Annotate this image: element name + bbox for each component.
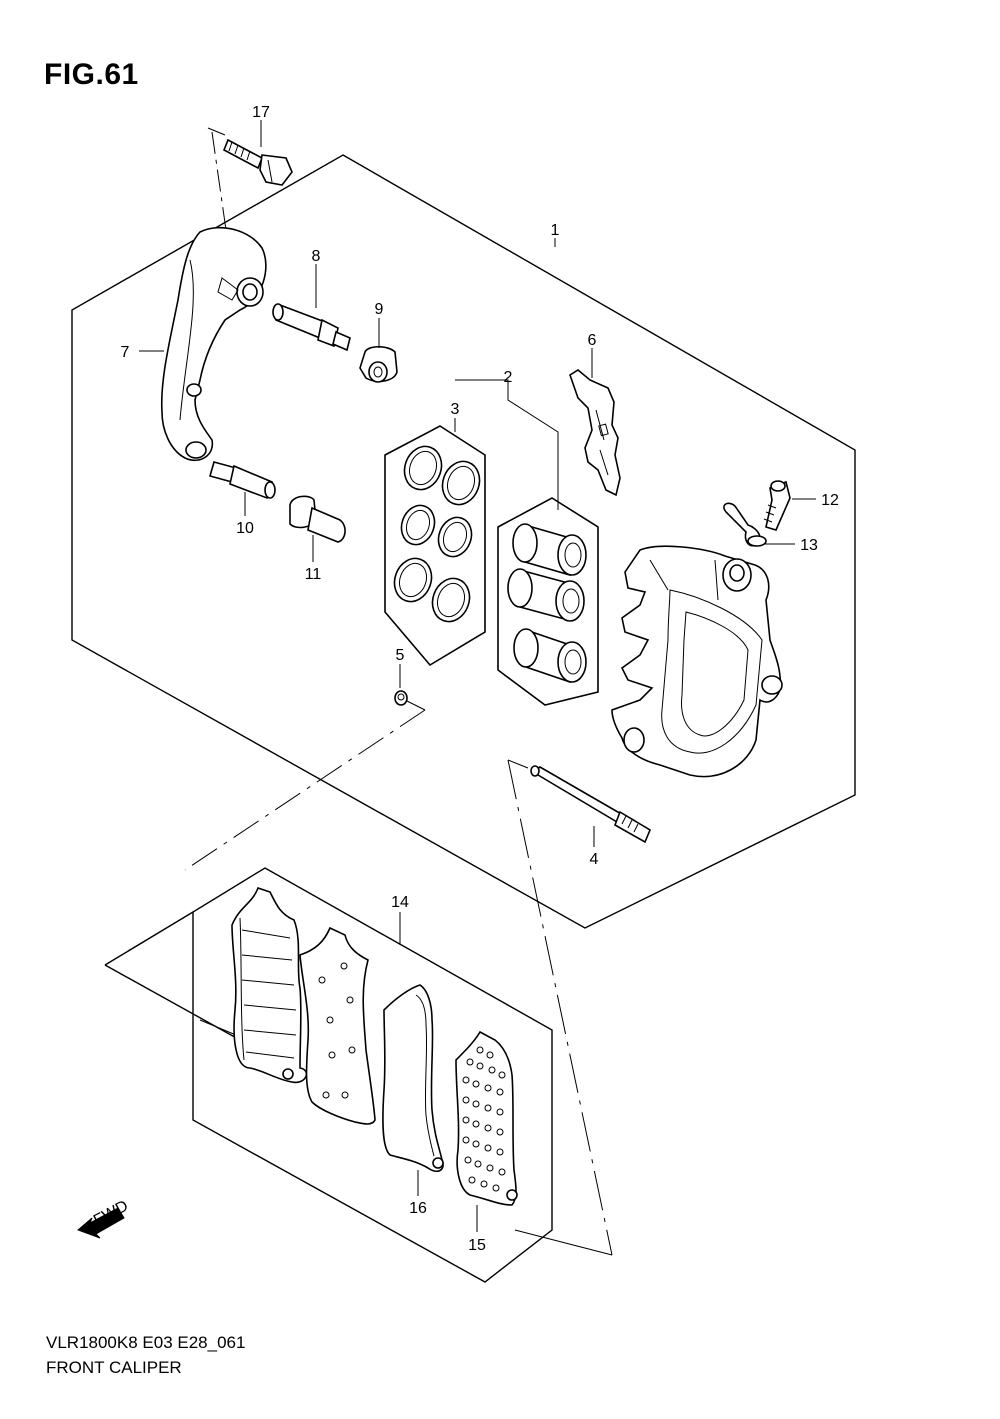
callout-5: 5 <box>396 647 405 664</box>
callout-12: 12 <box>821 492 839 509</box>
slide-pin-8 <box>272 303 351 352</box>
alignment-lines <box>184 127 613 1256</box>
callout-labels: 17 1 8 9 6 7 2 3 12 10 13 11 5 4 14 16 1… <box>121 104 839 1254</box>
callout-3: 3 <box>451 401 460 418</box>
callout-6: 6 <box>588 332 597 349</box>
pad-pin-4 <box>530 765 652 844</box>
shim-16 <box>382 984 444 1172</box>
bleeder-valve-12 <box>763 480 791 531</box>
bleeder-cap-13 <box>723 502 767 547</box>
shim-15 <box>455 1030 518 1206</box>
callout-7: 7 <box>121 344 130 361</box>
piston-set-2 <box>497 497 599 706</box>
forward-arrow-icon: FWD <box>77 1197 131 1239</box>
callout-13: 13 <box>800 537 818 554</box>
slide-pin-10 <box>209 461 276 500</box>
model-code: VLR1800K8 E03 E28_061 <box>46 1333 246 1352</box>
callout-14: 14 <box>391 894 409 911</box>
callout-16: 16 <box>409 1200 427 1217</box>
boot-9 <box>359 345 398 383</box>
callout-15: 15 <box>468 1237 486 1254</box>
callout-1: 1 <box>551 222 560 239</box>
callout-11: 11 <box>305 566 322 583</box>
figure-title: FIG.61 <box>44 58 139 91</box>
caliper-body <box>611 545 783 778</box>
section-name: FRONT CALIPER <box>46 1358 182 1377</box>
pad-backing-plate <box>299 926 376 1125</box>
callout-9: 9 <box>375 301 384 318</box>
caliper-bracket-7 <box>160 226 267 462</box>
callout-8: 8 <box>312 248 321 265</box>
callout-17: 17 <box>252 104 270 121</box>
callout-leaders <box>139 120 816 1232</box>
cap-5 <box>394 690 408 706</box>
callout-2: 2 <box>504 369 513 386</box>
pad-spring-6 <box>569 369 621 497</box>
piston-seal-kit-3 <box>384 425 486 667</box>
callout-4: 4 <box>590 851 599 868</box>
brake-pad-14 <box>231 886 308 1084</box>
bolt-17 <box>222 138 293 186</box>
bolt-11 <box>289 495 346 543</box>
caliper-assembly-outline <box>71 154 856 929</box>
callout-10: 10 <box>236 520 254 537</box>
